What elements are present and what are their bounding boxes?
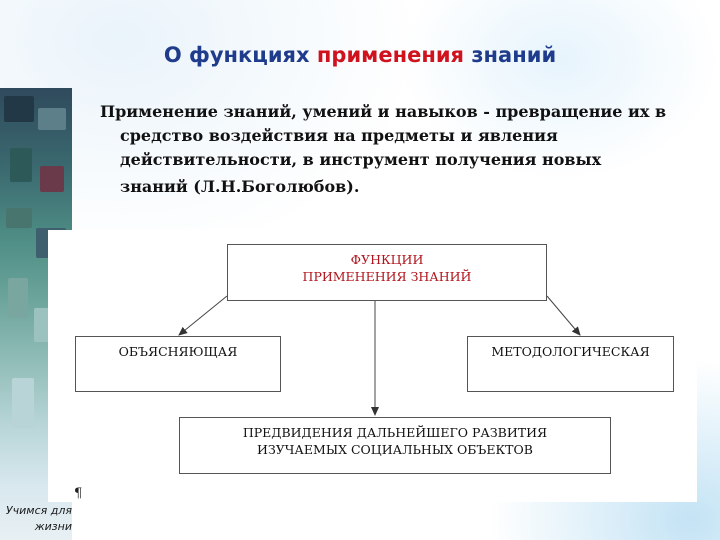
root-line: ПРИМЕНЕНИЯ ЗНАНИЙ xyxy=(302,269,472,284)
box-label: ОБЪЯСНЯЮЩАЯ xyxy=(118,344,238,359)
arrow-to-left xyxy=(178,295,228,336)
photo-detail xyxy=(10,148,32,182)
box-label: МЕТОДОЛОГИЧЕСКАЯ xyxy=(491,344,650,359)
title-prefix: О функциях xyxy=(163,43,317,67)
paragraph-line: Применение знаний, умений и навыков - пр… xyxy=(100,102,667,121)
photo-detail xyxy=(12,378,34,428)
root-line: ФУНКЦИИ xyxy=(350,252,424,267)
page-title: О функциях применения знаний xyxy=(0,43,720,67)
paragraph-line: действительности, в инструмент получения… xyxy=(120,150,602,169)
caption-line: Учимся для xyxy=(5,504,72,517)
box-line: ПРЕДВИДЕНИЯ ДАЛЬНЕЙШЕГО РАЗВИТИЯ xyxy=(242,425,548,440)
box-line: ИЗУЧАЕМЫХ СОЦИАЛЬНЫХ ОБЪЕКТОВ xyxy=(257,442,533,457)
pilcrow-mark: ¶ xyxy=(74,486,83,501)
photo-detail xyxy=(4,96,34,122)
definition-paragraph: Применение знаний, умений и навыков - пр… xyxy=(100,100,680,199)
title-suffix: знаний xyxy=(464,43,557,67)
slide-caption: Учимся для жизни xyxy=(0,503,72,535)
arrow-to-right xyxy=(546,295,581,336)
root-function-box: ФУНКЦИИ ПРИМЕНЕНИЯ ЗНАНИЙ xyxy=(227,244,547,301)
paragraph-line: знаний (Л.Н.Боголюбов). xyxy=(120,177,360,196)
photo-detail xyxy=(8,278,28,318)
prediction-function-box: ПРЕДВИДЕНИЯ ДАЛЬНЕЙШЕГО РАЗВИТИЯ ИЗУЧАЕМ… xyxy=(179,417,611,474)
explanatory-function-box: ОБЪЯСНЯЮЩАЯ xyxy=(75,336,281,392)
paragraph-line: средство воздействия на предметы и явлен… xyxy=(120,126,558,145)
methodological-function-box: МЕТОДОЛОГИЧЕСКАЯ xyxy=(467,336,674,392)
caption-line: жизни xyxy=(34,520,72,533)
photo-detail xyxy=(6,208,32,228)
photo-detail xyxy=(38,108,66,130)
photo-detail xyxy=(40,166,64,192)
title-highlight: применения xyxy=(316,43,465,67)
